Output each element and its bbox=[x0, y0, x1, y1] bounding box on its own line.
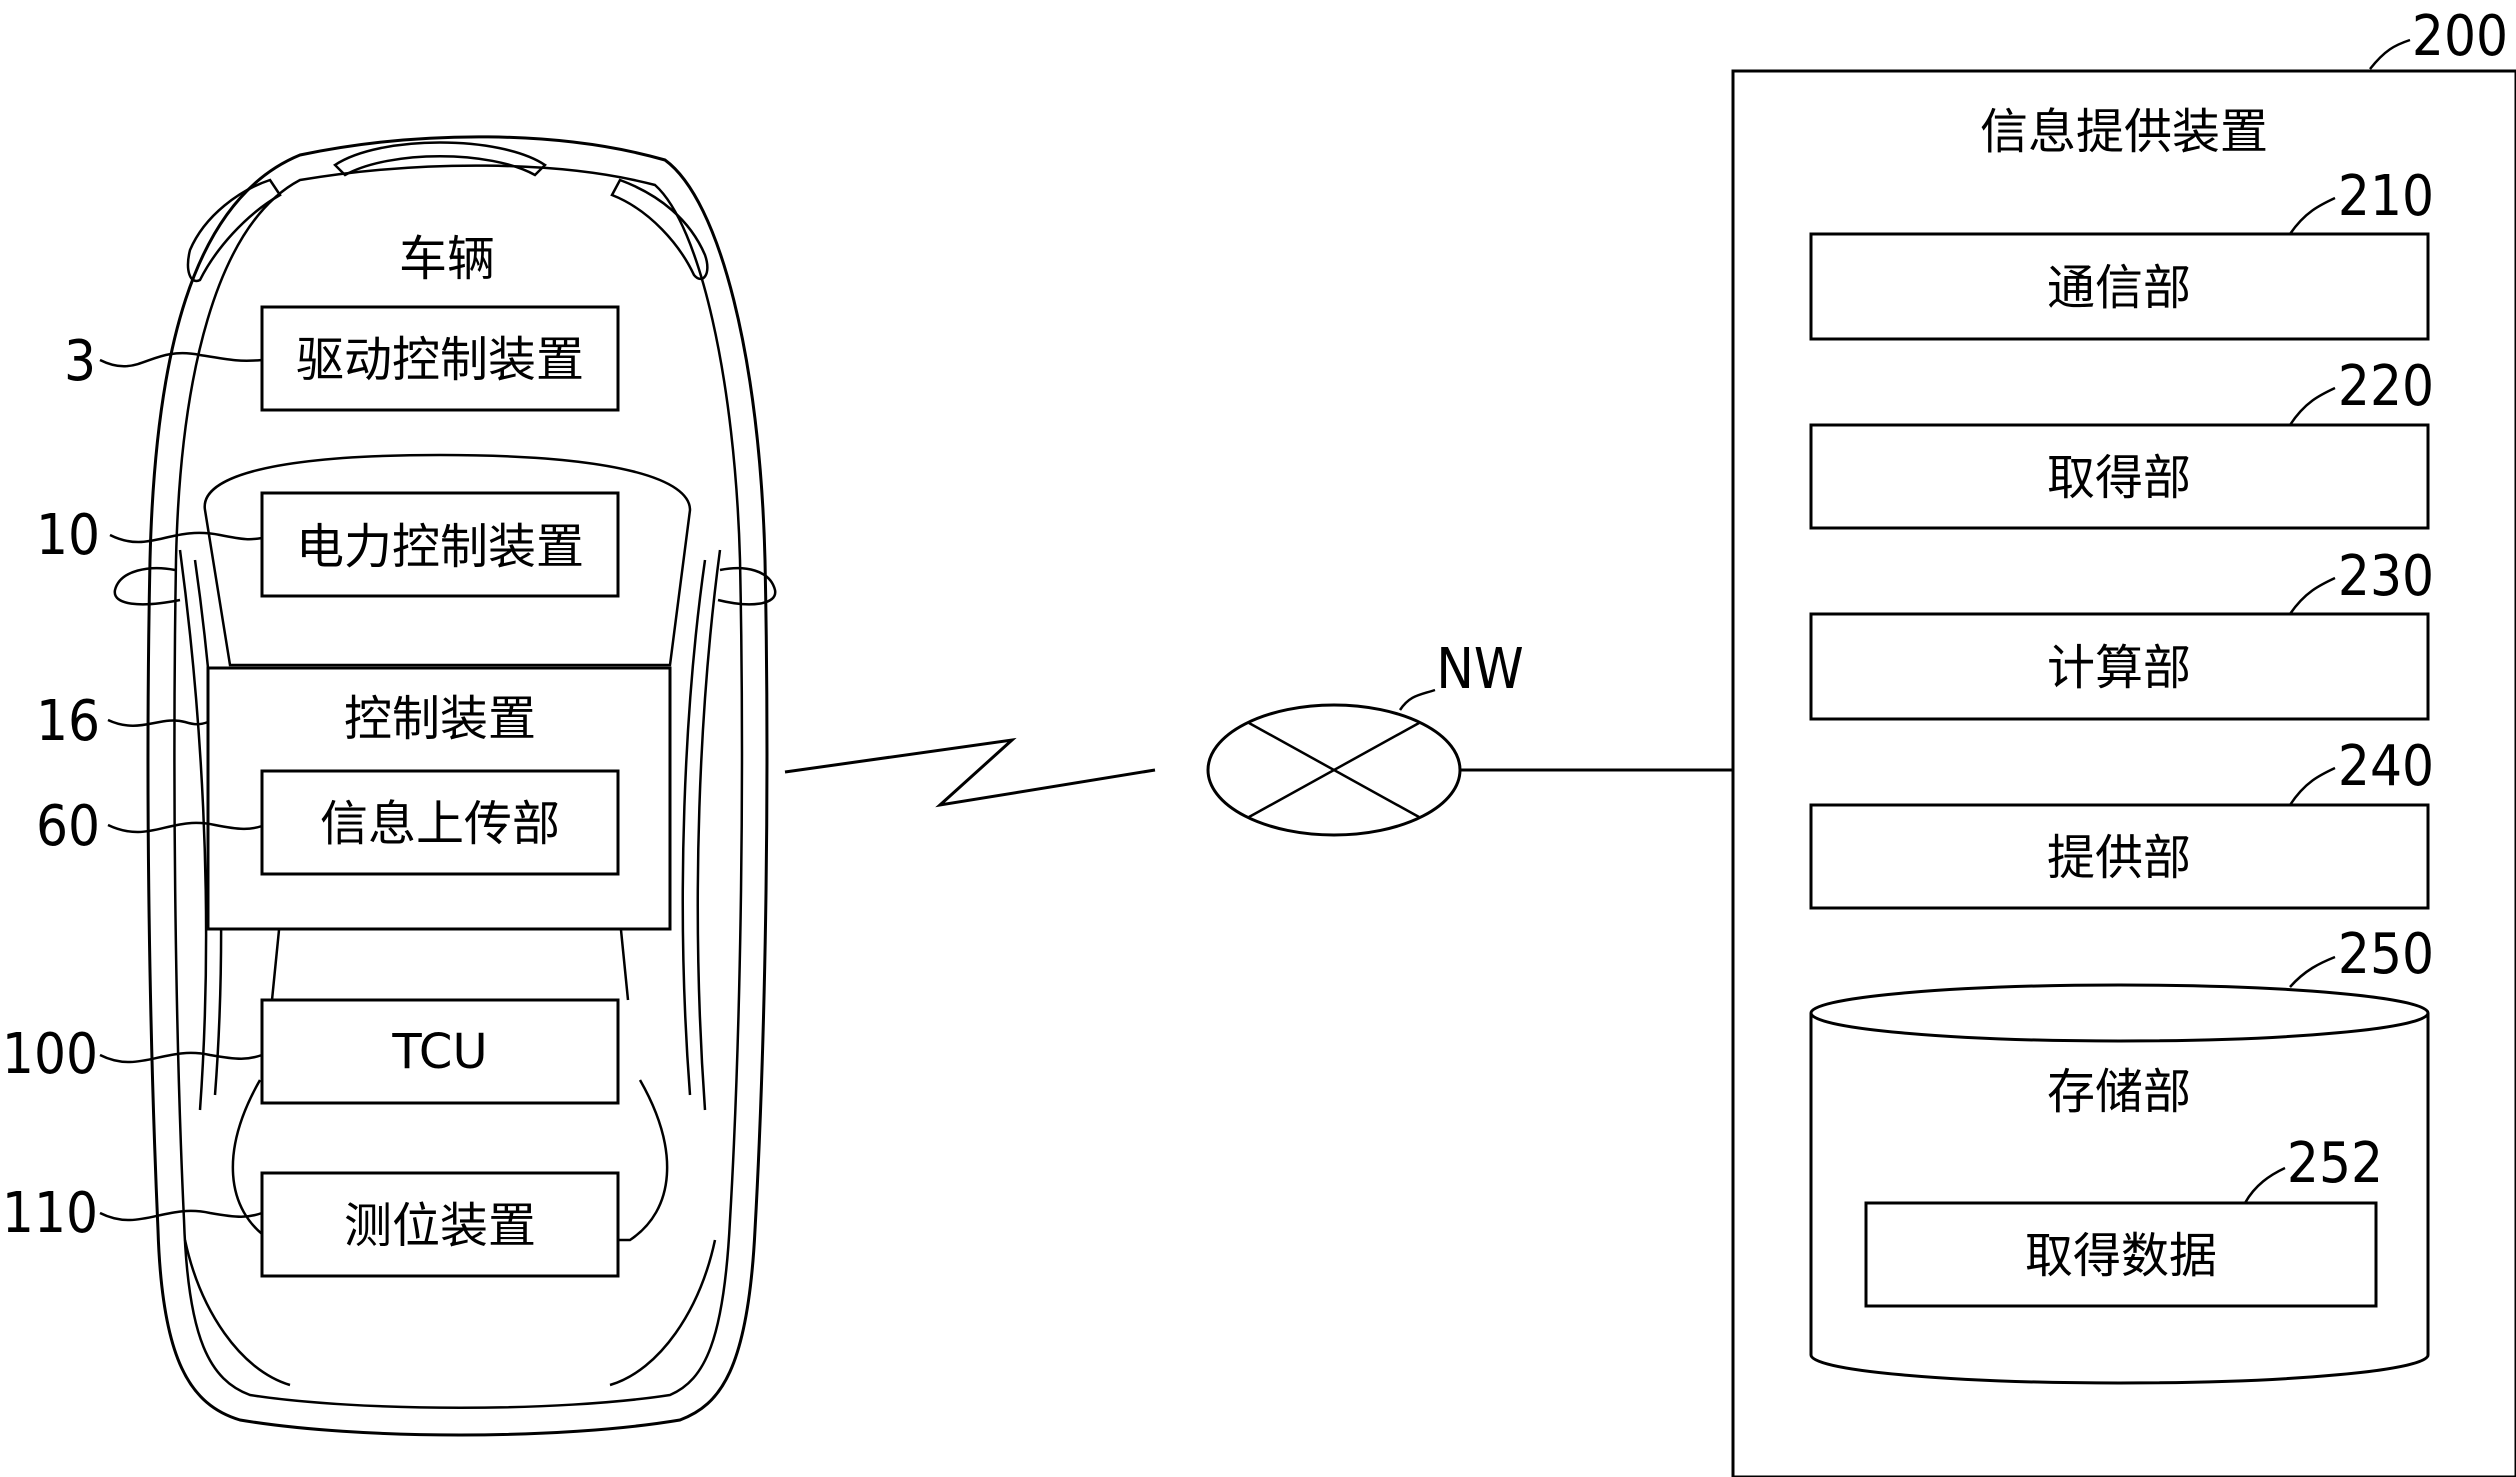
power-control-label: 电力控制装置 bbox=[296, 519, 584, 575]
positioning-label: 测位装置 bbox=[344, 1198, 536, 1254]
info-provider-leader bbox=[2369, 38, 2411, 70]
storage-leader bbox=[2289, 955, 2336, 988]
wireless-link-zigzag bbox=[784, 737, 1156, 808]
info-upload-ref: 60 bbox=[36, 794, 100, 859]
tcu-ref: 100 bbox=[2, 1022, 98, 1087]
positioning-device: 测位装置 110 bbox=[2, 1171, 620, 1278]
network-leader bbox=[1398, 688, 1436, 711]
acquired-data-label: 取得数据 bbox=[2025, 1228, 2217, 1284]
power-control-leader bbox=[109, 531, 263, 544]
provision-ref: 240 bbox=[2338, 734, 2434, 799]
communication-label: 通信部 bbox=[2047, 260, 2191, 316]
acquired-data: 取得数据 252 bbox=[1864, 1131, 2383, 1308]
info-provider-title: 信息提供装置 bbox=[1980, 104, 2268, 160]
drive-control-ref: 3 bbox=[64, 329, 96, 394]
storage-label: 存储部 bbox=[2047, 1064, 2191, 1120]
info-provider-ref: 200 bbox=[2412, 4, 2508, 69]
power-control-device: 电力控制装置 10 bbox=[36, 491, 620, 598]
drive-control-leader bbox=[99, 352, 263, 368]
control-device-leader bbox=[107, 718, 209, 727]
acquisition-unit: 取得部 220 bbox=[1809, 354, 2434, 530]
calculation-unit: 计算部 230 bbox=[1809, 544, 2434, 721]
communication-ref: 210 bbox=[2338, 164, 2434, 229]
network-node: NW bbox=[1206, 637, 1524, 837]
calculation-leader bbox=[2288, 576, 2336, 615]
drive-control-device: 驱动控制装置 3 bbox=[64, 305, 620, 412]
vehicle-title: 车辆 bbox=[399, 231, 495, 287]
tcu-label: TCU bbox=[391, 1024, 487, 1080]
info-upload-label: 信息上传部 bbox=[320, 796, 560, 852]
acquisition-label: 取得部 bbox=[2047, 450, 2191, 506]
info-upload-unit: 信息上传部 60 bbox=[36, 769, 620, 876]
control-device-label: 控制装置 bbox=[344, 691, 536, 747]
positioning-ref: 110 bbox=[2, 1181, 98, 1246]
provision-unit: 提供部 240 bbox=[1809, 734, 2434, 910]
provision-label: 提供部 bbox=[2047, 830, 2191, 886]
power-control-ref: 10 bbox=[36, 503, 100, 568]
storage-ref: 250 bbox=[2338, 922, 2434, 987]
info-upload-leader bbox=[107, 821, 263, 834]
tcu-unit: TCU 100 bbox=[2, 998, 620, 1105]
provision-leader bbox=[2288, 766, 2336, 806]
acquired-data-ref: 252 bbox=[2287, 1131, 2383, 1196]
tcu-leader bbox=[99, 1051, 263, 1064]
control-device-ref: 16 bbox=[36, 689, 100, 754]
communication-unit: 通信部 210 bbox=[1809, 164, 2434, 341]
calculation-label: 计算部 bbox=[2047, 640, 2191, 696]
drive-control-label: 驱动控制装置 bbox=[296, 332, 584, 388]
acquisition-leader bbox=[2288, 386, 2336, 426]
network-label: NW bbox=[1436, 637, 1524, 702]
acquisition-ref: 220 bbox=[2338, 354, 2434, 419]
calculation-ref: 230 bbox=[2338, 544, 2434, 609]
communication-leader bbox=[2288, 196, 2336, 235]
positioning-leader bbox=[99, 1209, 263, 1222]
acquired-data-leader bbox=[2243, 1166, 2286, 1204]
